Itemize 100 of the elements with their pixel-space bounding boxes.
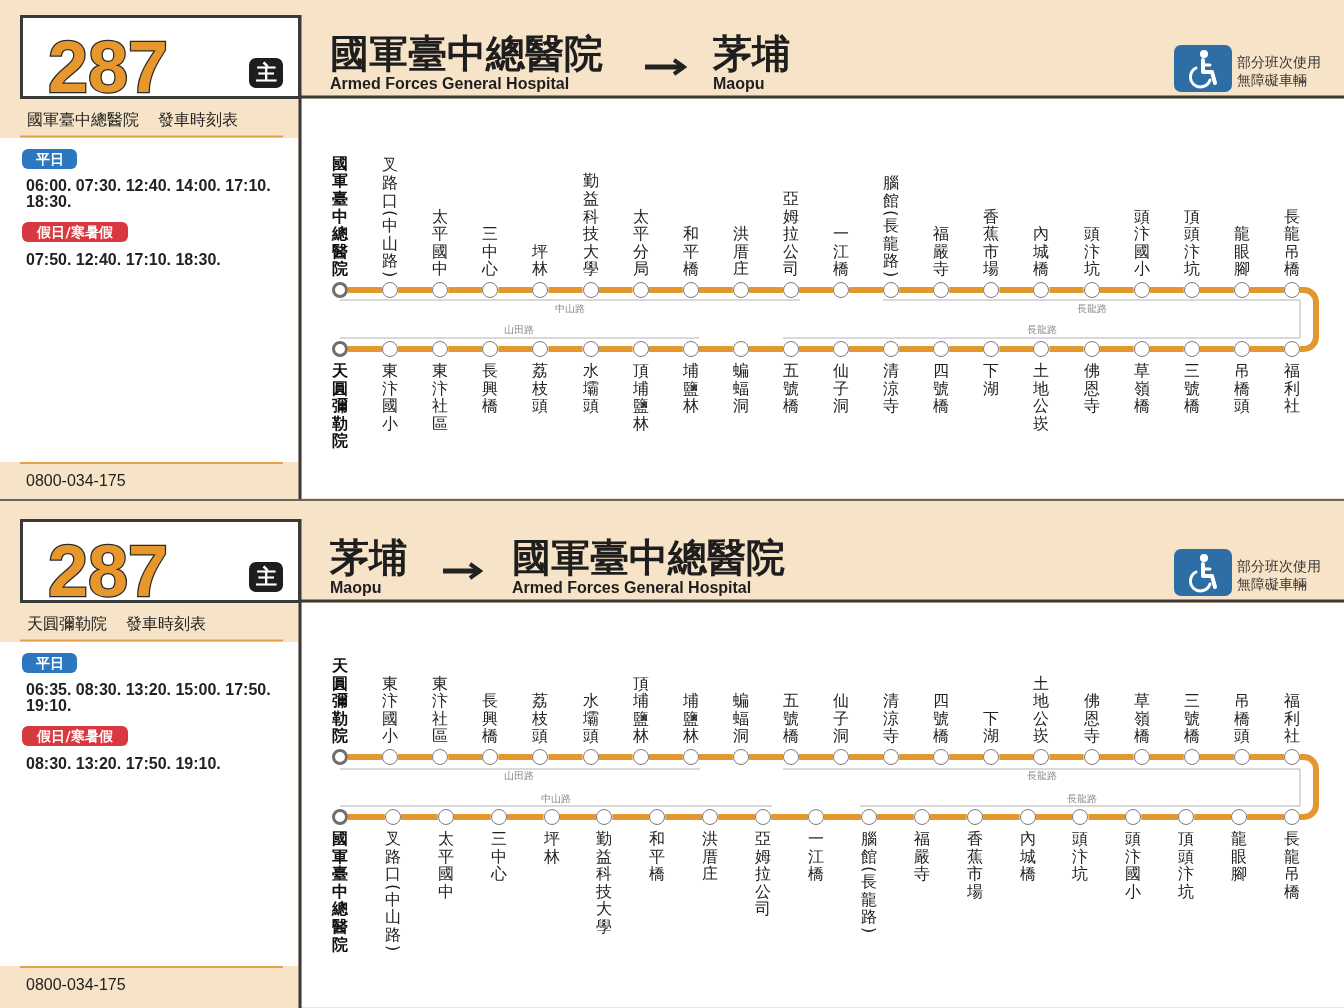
stop-name: 腦館(長龍路) <box>883 174 900 278</box>
stop-name: 太平分局 <box>632 207 649 278</box>
stop-name: 福利社 <box>1284 692 1300 745</box>
stop-name: 一江橋 <box>808 830 824 883</box>
route-line <box>999 287 1034 293</box>
stop-name: 東汴社區 <box>432 362 449 433</box>
route-line <box>1049 287 1084 293</box>
route-type-badge: 主 <box>249 58 283 88</box>
stop-name: 埔鹽林 <box>682 362 699 415</box>
schedule-heading: 天圓彌勒院 發車時刻表 <box>27 614 207 634</box>
stop-name: 四號橋 <box>933 362 950 415</box>
stop-name: 三中心 <box>482 225 499 278</box>
route-number: 287 <box>48 31 169 103</box>
route-line <box>598 287 633 293</box>
route-line <box>698 754 733 760</box>
route-line <box>718 814 756 820</box>
route-line <box>698 346 733 352</box>
route-line <box>899 754 934 760</box>
route-line <box>1249 287 1284 293</box>
schedule-badge: 平日 <box>22 149 77 169</box>
stop-name: 草嶺橋 <box>1133 692 1150 745</box>
stop-name: 坪林 <box>532 242 549 278</box>
route-line <box>648 754 683 760</box>
stop-name: 亞姆拉公司 <box>782 190 799 278</box>
stop-name: 東汴國小 <box>382 674 399 745</box>
route-number-panel <box>20 15 301 99</box>
phone-number: 0800-034-175 <box>26 976 126 994</box>
route-line <box>748 287 783 293</box>
stop-name: 和平橋 <box>682 225 699 278</box>
stop-name: 內城橋 <box>1019 830 1036 883</box>
departure-times: 08:30. 13:20. 17:50. 19:10. <box>26 756 221 772</box>
stop-name: 蝙蝠洞 <box>732 692 749 745</box>
departure-times: 07:50. 12:40. 17:10. 18:30. <box>26 252 221 268</box>
stop-name: 荔枝頭 <box>532 362 549 415</box>
route-line <box>899 287 934 293</box>
route-line <box>548 754 583 760</box>
route-line <box>1141 814 1179 820</box>
stop-name: 國軍臺中總醫院 <box>332 154 348 278</box>
stop-name: 龍眼腳 <box>1233 225 1250 278</box>
route-line <box>1149 754 1184 760</box>
route-line <box>1099 346 1134 352</box>
stop-name: 頂埔鹽林 <box>632 362 649 433</box>
route-line <box>665 814 703 820</box>
stop-name: 國軍臺中總醫院 <box>332 830 348 954</box>
stop-name: 仙子洞 <box>833 692 850 745</box>
route-line <box>982 814 1020 820</box>
route-line <box>1247 814 1284 820</box>
route-line <box>849 346 884 352</box>
stop-name: 頭汴國小 <box>1125 830 1142 901</box>
route-line <box>1088 814 1126 820</box>
route-line <box>1194 814 1232 820</box>
stop-name: 吊橋頭 <box>1233 692 1250 745</box>
route-line <box>999 754 1034 760</box>
stop-name: 香蕉市場 <box>983 207 1000 278</box>
route-line <box>548 346 583 352</box>
stop-name: 水壩頭 <box>582 692 599 745</box>
stop-name: 埔鹽林 <box>682 692 699 745</box>
route-line <box>849 287 884 293</box>
route-line <box>1300 754 1319 820</box>
route-line <box>1199 346 1234 352</box>
route-line <box>798 346 834 352</box>
route-line <box>899 346 934 352</box>
route-type-badge: 主 <box>249 562 283 592</box>
route-line <box>929 814 967 820</box>
stop-name: 頂頭汴坑 <box>1183 207 1200 278</box>
route-line <box>949 346 984 352</box>
stop-name: 草嶺橋 <box>1133 362 1150 415</box>
direction-title-english: Maopu <box>713 75 765 92</box>
route-line <box>798 754 834 760</box>
arrow <box>443 562 482 580</box>
direction-title-english: Maopu <box>330 579 382 596</box>
road-name: 長龍路 <box>1027 324 1057 336</box>
stop-name: 五號橋 <box>782 692 799 745</box>
route-line <box>849 754 884 760</box>
stop-name: 荔枝頭 <box>532 692 549 745</box>
route-line <box>1099 754 1134 760</box>
route-line <box>876 814 914 820</box>
stop-name: 長興橋 <box>482 362 499 415</box>
stop-name: 頭汴坑 <box>1072 830 1089 883</box>
stop-name: 下湖 <box>983 709 1000 745</box>
route-line <box>398 346 433 352</box>
phone-number: 0800-034-175 <box>26 472 126 490</box>
route-line <box>612 814 650 820</box>
route-line <box>748 754 783 760</box>
road-name: 長龍路 <box>1077 303 1107 315</box>
route-line <box>1300 287 1319 352</box>
accessibility-note: 部分班次使用無障礙車輛 <box>1237 557 1322 593</box>
stop-name: 清涼寺 <box>883 692 900 745</box>
schedule-badge: 平日 <box>22 653 77 673</box>
direction-title: 茅埔 <box>330 536 408 579</box>
route-line <box>648 346 683 352</box>
stop-name: 亞姆拉公司 <box>755 830 772 918</box>
stop-name: 土地公崁 <box>1033 362 1050 433</box>
stop-name: 洪厝庄 <box>702 830 719 883</box>
route-line <box>1035 814 1073 820</box>
route-line <box>1199 287 1234 293</box>
route-line <box>798 287 834 293</box>
stop-name: 清涼寺 <box>883 362 900 415</box>
departure-times: 06:35. 08:30. 13:20. 15:00. 17:50. 19:10. <box>26 682 272 714</box>
stop-name: 土地公崁 <box>1033 674 1050 745</box>
